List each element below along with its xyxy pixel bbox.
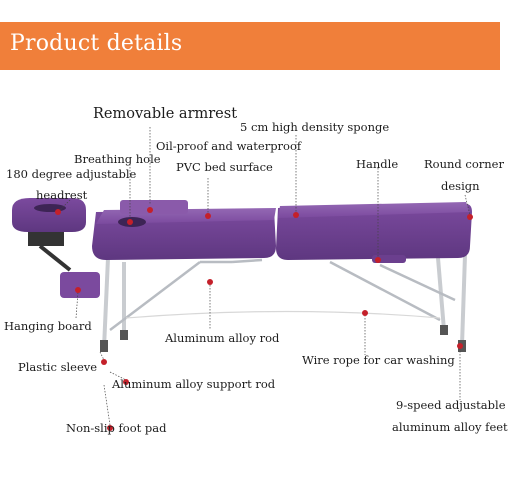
label-hanging-board: Hanging board [4, 319, 92, 333]
bed-left-half [92, 200, 276, 260]
headrest [12, 198, 86, 272]
label-feet-line1: 9-speed adjustable [396, 398, 506, 412]
label-round-corner-line1: Round corner [424, 157, 504, 171]
label-oil-proof-line2: PVC bed surface [176, 160, 273, 174]
label-aluminum-rod: Aluminum alloy rod [165, 331, 280, 345]
label-removable-armrest: Removable armrest [93, 106, 238, 122]
label-breathing-hole: Breathing hole [74, 152, 161, 166]
wire-rope [125, 310, 441, 319]
callout-markers [55, 207, 473, 431]
label-headrest-line1: 180 degree adjustable [6, 167, 137, 181]
support-rods [109, 258, 456, 331]
leg-sleeves [100, 325, 466, 352]
bed-right-half [276, 202, 472, 263]
label-wire-rope: Wire rope for car washing [302, 353, 455, 367]
label-round-corner-line2: design [441, 179, 480, 193]
armrest [120, 200, 188, 214]
label-support-rod: Aluminum alloy support rod [112, 377, 276, 391]
page-title: Product details [10, 31, 183, 56]
label-sponge: 5 cm high density sponge [240, 120, 390, 134]
hanging-board [60, 272, 100, 298]
label-headrest-line2: headrest [36, 188, 88, 202]
label-plastic-sleeve: Plastic sleeve [18, 360, 98, 374]
label-handle: Handle [356, 157, 399, 171]
label-oil-proof-line1: Oil-proof and waterproof [156, 139, 302, 153]
label-feet-line2: aluminum alloy feet [392, 420, 508, 434]
aluminum-legs [102, 254, 467, 349]
header-banner: Product details [0, 22, 500, 70]
leader-lines [59, 127, 471, 426]
label-foot-pad: Non-slip foot pad [66, 421, 167, 435]
